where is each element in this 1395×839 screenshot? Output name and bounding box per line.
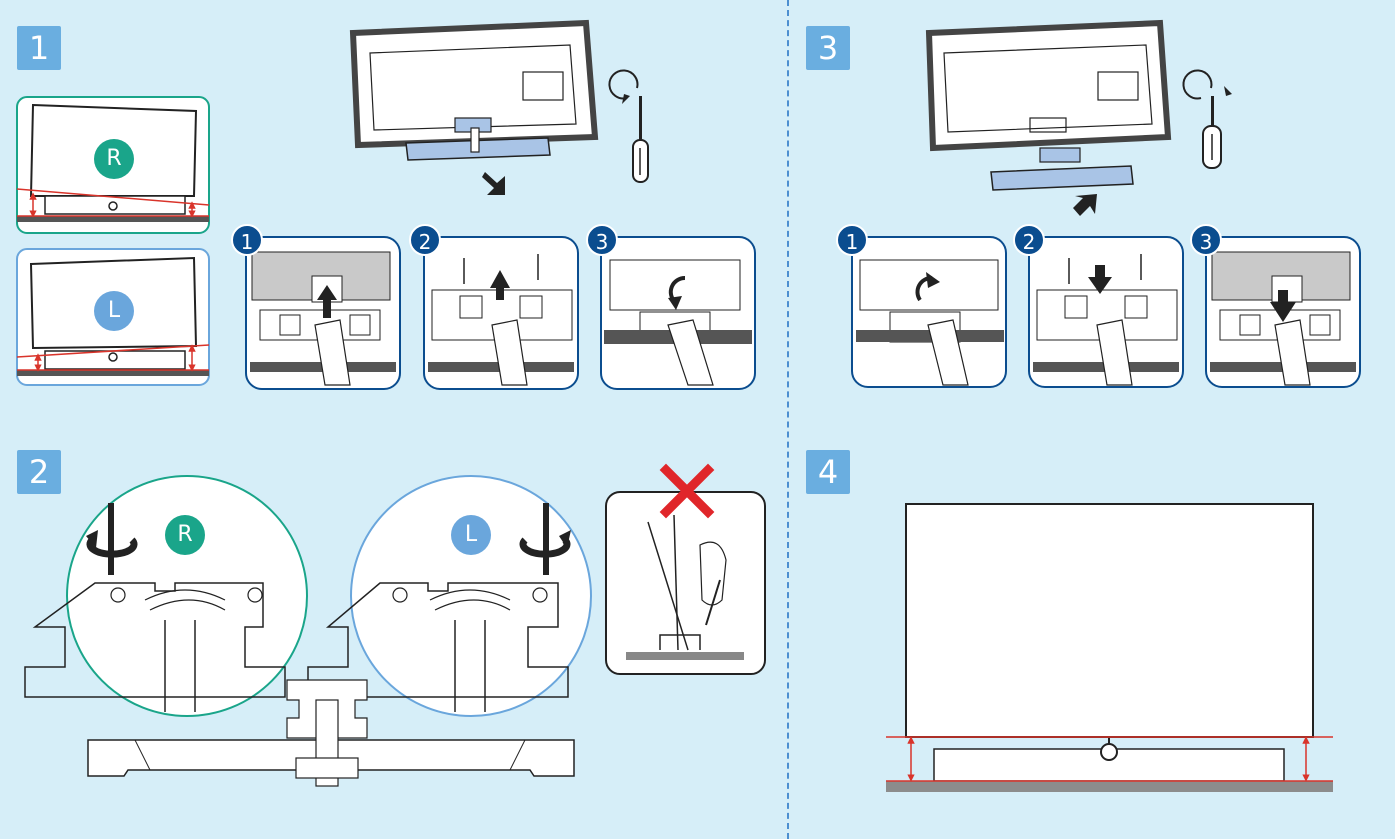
left-zoom-badge: L xyxy=(451,515,491,555)
substep-panel-b1 xyxy=(851,236,1007,388)
substep-badge-b2: 2 xyxy=(1013,224,1045,256)
substep-panel-a2 xyxy=(423,236,579,390)
substep-panel-b3 xyxy=(1205,236,1361,388)
substep-badge-a2: 2 xyxy=(409,224,441,256)
tv-right-tilt-panel xyxy=(16,96,210,234)
step-badge-1: 1 xyxy=(17,26,61,70)
tv-front-view xyxy=(886,503,1333,792)
step-badge-3: 3 xyxy=(806,26,850,70)
step-badge-2: 2 xyxy=(17,450,61,494)
substep-panel-a3 xyxy=(600,236,756,390)
substep-panel-b2 xyxy=(1028,236,1184,388)
tv-back-view-step3 xyxy=(925,19,1172,216)
cross-icon xyxy=(659,463,715,519)
screwdriver-icon xyxy=(1182,69,1232,169)
zoom-circle-left xyxy=(307,475,592,717)
substep-badge-a1: 1 xyxy=(231,224,263,256)
soundbar-with-bracket xyxy=(87,679,575,787)
right-zoom-badge: R xyxy=(165,515,205,555)
substep-panel-a1 xyxy=(245,236,401,390)
step-badge-4: 4 xyxy=(806,450,850,494)
wrong-method-panel xyxy=(605,491,766,675)
tv-back-view-step1 xyxy=(349,19,599,195)
substep-badge-b3: 3 xyxy=(1190,224,1222,256)
substep-badge-b1: 1 xyxy=(836,224,868,256)
left-side-badge: L xyxy=(94,291,134,331)
right-side-badge: R xyxy=(94,139,134,179)
screwdriver-icon xyxy=(608,69,649,183)
substep-badge-a3: 3 xyxy=(586,224,618,256)
panel-divider xyxy=(787,0,789,839)
zoom-circle-right xyxy=(24,475,308,717)
